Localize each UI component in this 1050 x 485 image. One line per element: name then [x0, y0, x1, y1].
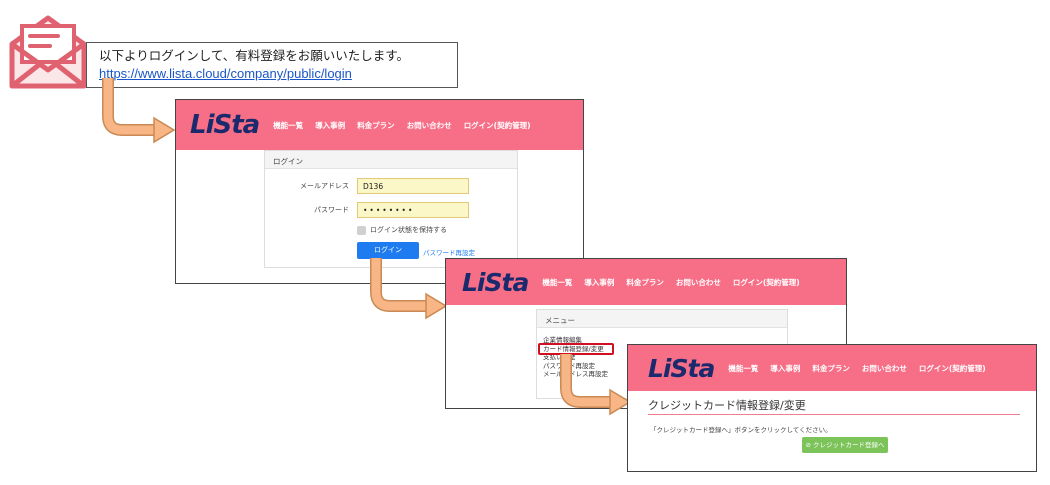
nav-item-features[interactable]: 機能一覧 — [728, 363, 759, 373]
check-circle-icon: ⊘ — [805, 441, 813, 449]
title-divider — [648, 414, 1020, 415]
nav-item-contact[interactable]: お問い合わせ — [406, 120, 452, 130]
remember-login-label: ログイン状態を保持する — [370, 226, 447, 234]
card-register-button[interactable]: ⊘ クレジットカード登録へ — [802, 437, 888, 453]
menu-item-email-reset[interactable]: メールアドレス再設定 — [543, 370, 608, 378]
email-message-box: 以下よりログインして、有料登録をお願いいたします。 https://www.li… — [86, 42, 458, 88]
card-register-button-label: クレジットカード登録へ — [813, 441, 885, 449]
lista-logo[interactable]: LiSta — [190, 110, 260, 140]
nav-item-cases[interactable]: 導入事例 — [770, 363, 801, 373]
menu-item-company-edit[interactable]: 企業情報編集 — [543, 336, 582, 344]
card-description: 「クレジットカード登録へ」ボタンをクリックしてください。 — [650, 426, 832, 434]
nav-item-cases[interactable]: 導入事例 — [315, 120, 346, 130]
lista-logo[interactable]: LiSta — [648, 353, 715, 383]
nav-item-pricing[interactable]: 料金プラン — [812, 363, 850, 373]
card-page-window: LiSta 機能一覧 導入事例 料金プラン お問い合わせ ログイン(契約管理) … — [627, 344, 1037, 472]
lista-logo[interactable]: LiSta — [462, 267, 529, 297]
email-label: メールアドレス — [300, 182, 349, 190]
nav-item-login[interactable]: ログイン(契約管理) — [732, 277, 800, 287]
password-reset-link[interactable]: パスワード再設定 — [423, 249, 475, 257]
menu-panel-title: メニュー — [537, 310, 787, 328]
password-label: パスワード — [314, 206, 349, 214]
site-header: LiSta 機能一覧 導入事例 料金プラン お問い合わせ ログイン(契約管理) — [628, 345, 1036, 391]
nav-item-login[interactable]: ログイン(契約管理) — [463, 120, 531, 130]
email-message: 以下よりログインして、有料登録をお願いいたします。 — [99, 48, 410, 63]
checkbox-box[interactable] — [357, 225, 366, 235]
nav-item-pricing[interactable]: 料金プラン — [357, 120, 395, 130]
menu-item-card-register[interactable]: カード情報登録/変更 — [543, 344, 604, 353]
nav-item-cases[interactable]: 導入事例 — [584, 277, 615, 287]
nav-item-pricing[interactable]: 料金プラン — [626, 277, 664, 287]
site-header: LiSta 機能一覧 導入事例 料金プラン お問い合わせ ログイン(契約管理) — [446, 259, 846, 305]
login-panel-title: ログイン — [265, 151, 517, 169]
nav-bar: 機能一覧 導入事例 料金プラン お問い合わせ ログイン(契約管理) — [728, 363, 997, 374]
nav-item-features[interactable]: 機能一覧 — [273, 120, 304, 130]
nav-item-contact[interactable]: お問い合わせ — [861, 363, 907, 373]
login-url-link[interactable]: https://www.lista.cloud/company/public/l… — [99, 66, 352, 81]
login-button[interactable]: ログイン — [357, 242, 419, 259]
nav-item-login[interactable]: ログイン(契約管理) — [918, 363, 986, 373]
nav-item-features[interactable]: 機能一覧 — [542, 277, 573, 287]
remember-login-checkbox[interactable]: ログイン状態を保持する — [357, 225, 447, 235]
flow-arrow-3 — [560, 354, 632, 416]
flow-arrow-1 — [102, 78, 176, 144]
nav-bar: 機能一覧 導入事例 料金プラン お問い合わせ ログイン(契約管理) — [542, 277, 811, 288]
login-panel: ログイン メールアドレス D136 パスワード •••••••• ログイン状態を… — [264, 150, 518, 268]
page-title: クレジットカード情報登録/変更 — [648, 399, 806, 412]
email-field[interactable]: D136 — [357, 178, 469, 194]
site-header: LiSta 機能一覧 導入事例 料金プラン お問い合わせ ログイン(契約管理) — [176, 100, 583, 150]
login-page-window: LiSta 機能一覧 導入事例 料金プラン お問い合わせ ログイン(契約管理) … — [175, 99, 584, 284]
nav-item-contact[interactable]: お問い合わせ — [675, 277, 721, 287]
mail-icon — [9, 15, 87, 89]
card-register-highlight — [538, 343, 614, 355]
flow-arrow-2 — [370, 258, 448, 320]
password-field[interactable]: •••••••• — [357, 202, 469, 218]
menu-item-payment-history[interactable]: 支払い履歴 — [543, 353, 576, 361]
nav-bar: 機能一覧 導入事例 料金プラン お問い合わせ ログイン(契約管理) — [273, 120, 542, 131]
